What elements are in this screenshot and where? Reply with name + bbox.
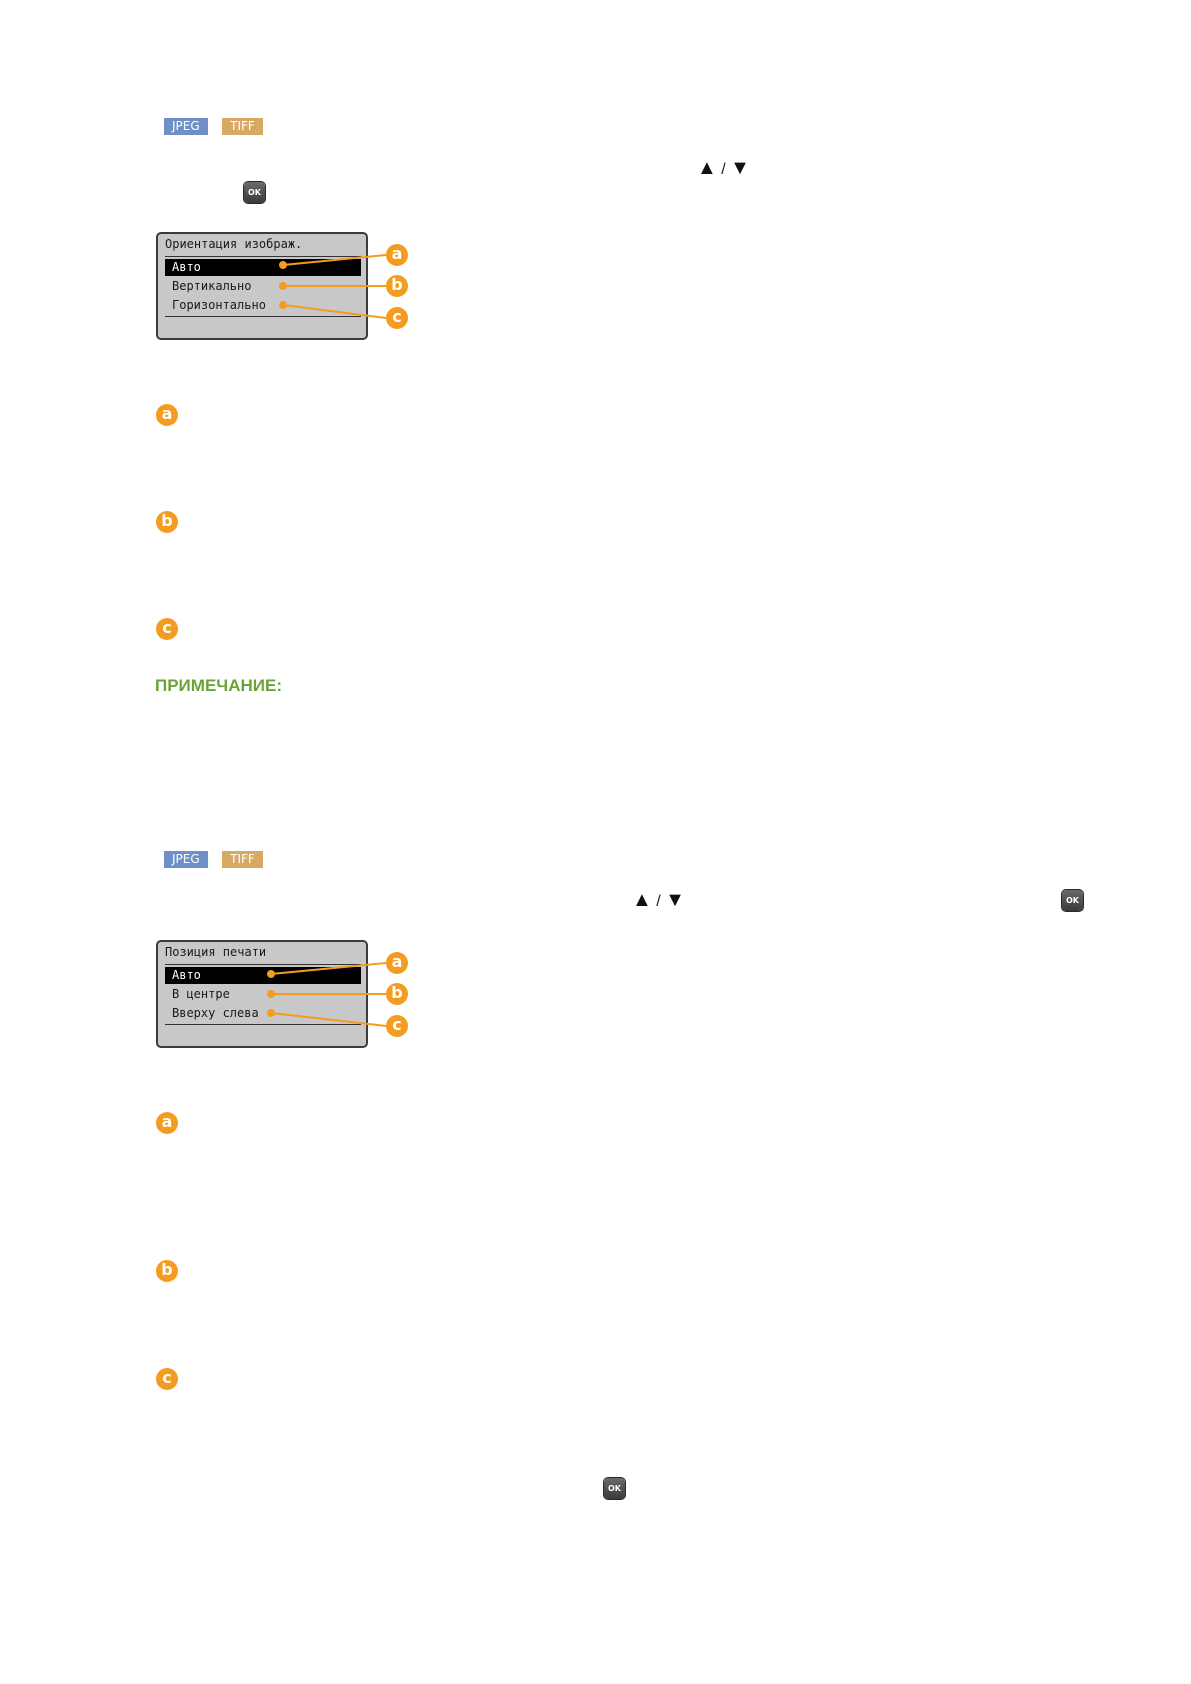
callout-dot-a	[267, 970, 275, 978]
lcd-item-top-left: Вверху слева	[172, 1006, 259, 1020]
callout-dot-c	[279, 301, 287, 309]
option-marker-c-icon: c	[156, 1368, 178, 1390]
tiff-badge: TIFF	[222, 118, 263, 135]
lcd-item-vertical: Вертикально	[172, 279, 252, 293]
marker-b-icon: b	[386, 275, 408, 297]
lcd-divider	[165, 1024, 361, 1025]
lcd-item-center: В центре	[172, 987, 230, 1001]
lcd-divider	[165, 964, 361, 965]
callout-line-a	[270, 962, 387, 975]
jpeg-badge: JPEG	[164, 118, 208, 135]
callout-dot-c	[267, 1009, 275, 1017]
arrow-down-icon: ▼	[665, 889, 685, 911]
format-badges-2: JPEG TIFF	[164, 850, 263, 868]
option-marker-a-icon: a	[156, 404, 178, 426]
jpeg-badge: JPEG	[164, 851, 208, 868]
arrow-up-icon: ▲	[632, 889, 652, 911]
callout-dot-b	[267, 990, 275, 998]
ok-key-icon: OK	[604, 1478, 625, 1499]
arrow-down-icon: ▼	[730, 157, 750, 179]
tiff-badge: TIFF	[222, 851, 263, 868]
callout-dot-a	[279, 261, 287, 269]
callout-line-c	[282, 304, 387, 319]
nav-arrows-1: ▲ / ▼	[697, 157, 750, 179]
ok-key-icon: OK	[244, 182, 265, 203]
callout-lines-2	[267, 962, 387, 1027]
marker-c-icon: c	[386, 307, 408, 329]
ok-key-icon: OK	[1062, 890, 1083, 911]
lcd-divider	[165, 316, 361, 317]
marker-a-icon: a	[386, 952, 408, 974]
lcd-divider	[165, 256, 361, 257]
format-badges-1: JPEG TIFF	[164, 117, 263, 135]
lcd-title: Позиция печати	[165, 945, 267, 959]
arrow-up-icon: ▲	[697, 157, 717, 179]
callout-lines-1	[279, 254, 387, 319]
nav-arrows-2: ▲ / ▼	[632, 889, 685, 911]
note-heading: ПРИМЕЧАНИЕ:	[155, 676, 282, 695]
callout-line-c	[270, 1012, 387, 1027]
lcd-item-auto: Авто	[165, 259, 361, 276]
callout-dot-b	[279, 282, 287, 290]
lcd-item-auto: Авто	[165, 967, 361, 984]
marker-a-icon: a	[386, 244, 408, 266]
marker-b-icon: b	[386, 983, 408, 1005]
option-marker-a-icon: a	[156, 1112, 178, 1134]
option-marker-b-icon: b	[156, 1260, 178, 1282]
option-marker-c-icon: c	[156, 618, 178, 640]
lcd-title: Ориентация изображ.	[165, 237, 303, 251]
lcd-item-horizontal: Горизонтально	[172, 298, 266, 312]
option-marker-b-icon: b	[156, 511, 178, 533]
marker-c-icon: c	[386, 1015, 408, 1037]
callout-line-a	[282, 254, 387, 266]
